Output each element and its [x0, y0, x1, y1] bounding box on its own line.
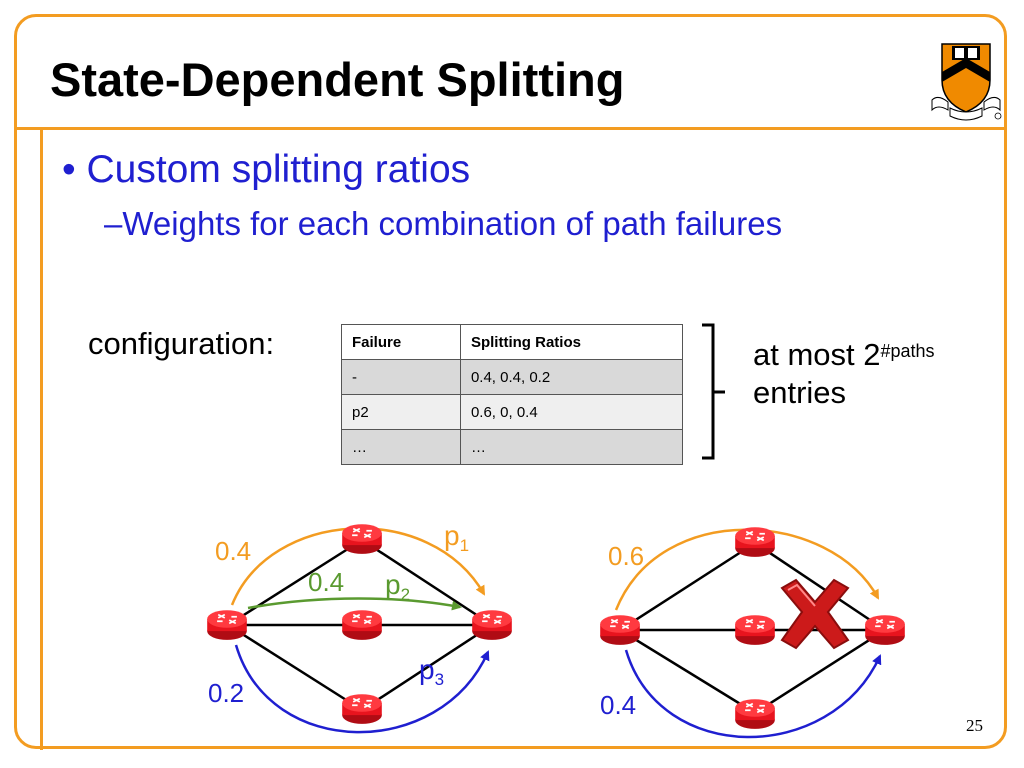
router-icon [864, 614, 906, 646]
table-cell: - [341, 359, 461, 395]
router-icon [341, 609, 383, 641]
router-icon [341, 523, 383, 555]
side-divider [40, 127, 43, 750]
path-p3-label: p3 [419, 654, 444, 689]
left-top-weight: 0.4 [215, 536, 251, 566]
right-top-weight: 0.6 [608, 541, 644, 571]
path-p2-label: p2 [385, 569, 410, 604]
left-middle-weight: 0.4 [308, 567, 344, 597]
sub-bullet-weights: –Weights for each combination of path fa… [104, 205, 783, 242]
table-header-row: Failure Splitting Ratios [341, 324, 684, 360]
table-cell: … [341, 429, 461, 465]
table-header: Failure [341, 324, 461, 360]
table-cell: … [459, 429, 684, 465]
table-cell: 0.4, 0.4, 0.2 [459, 359, 684, 395]
router-icon [734, 526, 776, 558]
router-icon [471, 609, 513, 641]
router-icon [206, 609, 248, 641]
router-icon [734, 614, 776, 646]
entries-annotation: at most 2#paths entries [753, 336, 935, 412]
slide-frame [14, 14, 1007, 749]
annotation-text: entries [753, 375, 847, 410]
university-shield-icon [931, 43, 1002, 121]
slide-title: State-Dependent Splitting [50, 53, 625, 106]
router-icon [341, 693, 383, 725]
failure-x-icon [780, 578, 850, 650]
bullet-custom-splitting: • Custom splitting ratios [62, 148, 471, 191]
page-number: 25 [966, 716, 983, 735]
bracket-icon [702, 323, 725, 460]
router-icon [599, 614, 641, 646]
title-divider [17, 127, 1005, 130]
table-row: … … [341, 429, 684, 465]
path-p1-label: p1 [444, 520, 469, 555]
annotation-text: at most 2 [753, 337, 881, 372]
splitting-table: Failure Splitting Ratios - 0.4, 0.4, 0.2… [341, 324, 684, 465]
table-header: Splitting Ratios [459, 324, 684, 360]
table-cell: p2 [341, 394, 461, 430]
annotation-superscript: #paths [880, 341, 935, 361]
right-bottom-weight: 0.4 [600, 690, 636, 720]
left-network: 0.4 0.4 0.2 p1 p2 p3 [206, 520, 513, 734]
left-bottom-weight: 0.2 [208, 678, 244, 708]
configuration-label: configuration: [88, 326, 275, 361]
right-network: 0.6 0.4 [599, 526, 906, 739]
router-icon [734, 698, 776, 730]
table-row: - 0.4, 0.4, 0.2 [341, 359, 684, 395]
